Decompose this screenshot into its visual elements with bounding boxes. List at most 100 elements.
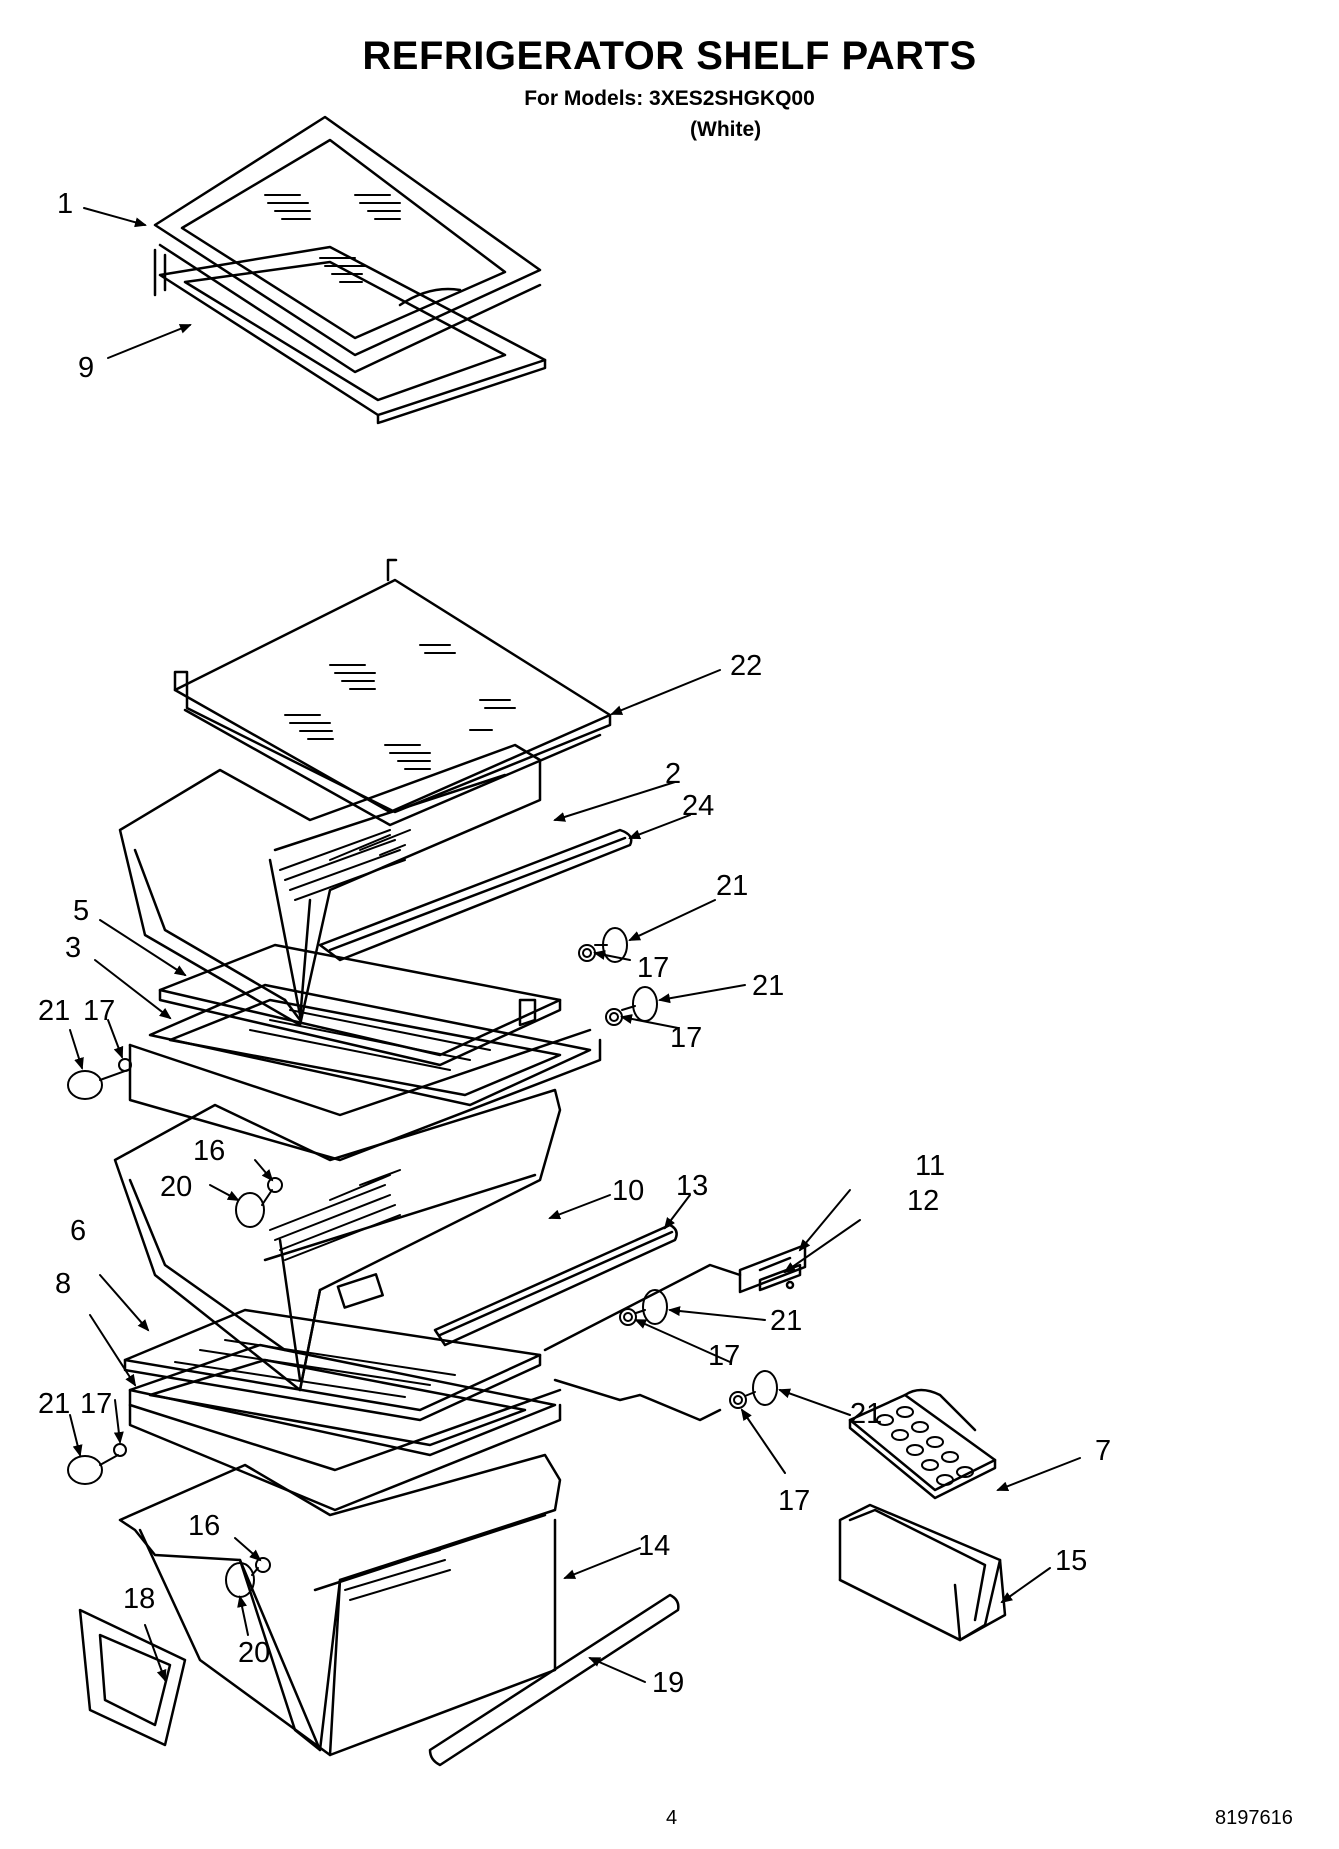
leader-17 (740, 1408, 786, 1474)
wire-bracket (543, 1263, 742, 1352)
callout-18: 18 (123, 1583, 155, 1615)
callout-17: 17 (80, 1388, 112, 1420)
callout-21: 21 (850, 1398, 882, 1430)
spacer-21 (594, 927, 628, 963)
wire-bracket (553, 1378, 722, 1422)
part-8-pan-cover-frame (128, 1343, 562, 1512)
spacer-21 (635, 1289, 668, 1325)
part-15-storage-bin (838, 1503, 1007, 1642)
part-9-shelf-frame (153, 245, 547, 425)
leader-11 (798, 1189, 851, 1252)
spacer-21 (67, 1454, 119, 1485)
callout-7: 7 (1095, 1435, 1111, 1467)
leader-21 (628, 899, 716, 941)
part-1-glass-shelf (153, 115, 542, 374)
fastener-set (67, 927, 778, 1598)
leader-17 (593, 950, 631, 961)
callout-21: 21 (38, 1388, 70, 1420)
leader-5 (99, 919, 187, 977)
part-22-glass-shelf (173, 558, 612, 827)
leader-17 (107, 1019, 124, 1059)
callout-6: 6 (70, 1215, 86, 1247)
spacer-21 (67, 1069, 129, 1100)
spacer-20 (235, 1189, 273, 1228)
callout-20: 20 (160, 1171, 192, 1203)
leader-20 (209, 1184, 240, 1201)
callout-24: 24 (682, 790, 714, 822)
callout-17: 17 (670, 1022, 702, 1054)
callout-22: 22 (730, 650, 762, 682)
leader-18 (144, 1624, 167, 1682)
callout-16: 16 (193, 1135, 225, 1167)
part-14-crisper-pan (118, 1453, 562, 1757)
callout-15: 15 (1055, 1545, 1087, 1577)
leader-21 (778, 1388, 851, 1416)
leader-17 (634, 1319, 731, 1363)
leader-21 (658, 984, 746, 1004)
part-13-pan-trim (433, 1223, 678, 1347)
callout-21: 21 (752, 970, 784, 1002)
leader-21 (69, 1029, 84, 1070)
leader-7 (996, 1457, 1081, 1492)
leader-10 (548, 1194, 611, 1220)
callout-21: 21 (716, 870, 748, 902)
leader-3 (94, 959, 172, 1020)
leader-22 (610, 669, 721, 715)
leader-24 (628, 814, 691, 840)
leader-arrows (69, 207, 1081, 1683)
screw-17 (578, 944, 596, 962)
leader-8 (89, 1314, 137, 1387)
leader-1 (83, 207, 147, 228)
callout-20: 20 (238, 1637, 270, 1669)
part-11-part-12-humidity-control (738, 1243, 807, 1294)
leader-16 (254, 1159, 274, 1182)
part-7-egg-tray (848, 1388, 997, 1500)
models-line: For Models: 3XES2SHGKQ00 (524, 87, 815, 110)
callout-labels: 1 9 22 2 24 21 5 3 17 21 17 21 17 16 20 … (38, 188, 1111, 1699)
callout-12: 12 (907, 1185, 939, 1217)
part-19-pan-trim (428, 1593, 680, 1767)
callout-10: 10 (612, 1175, 644, 1207)
screw-17 (118, 1058, 132, 1072)
part-5-crisper-cover-glass (158, 943, 562, 1067)
color-note: (White) (690, 118, 762, 141)
callout-13: 13 (676, 1170, 708, 1202)
page-number: 4 (666, 1807, 678, 1829)
leader-13 (663, 1194, 691, 1230)
screw-17 (729, 1391, 747, 1409)
spacer-21 (621, 986, 658, 1022)
callout-17: 17 (637, 952, 669, 984)
callout-17: 17 (83, 995, 115, 1027)
leader-21 (69, 1414, 83, 1457)
screw-17 (113, 1443, 127, 1457)
leader-2 (553, 781, 676, 822)
part-18-label-holder (78, 1608, 187, 1747)
leader-15 (1000, 1567, 1051, 1604)
callout-5: 5 (73, 895, 89, 927)
part-3-cover-frame (128, 983, 602, 1162)
document-number: 8197616 (1215, 1807, 1293, 1829)
leader-21 (668, 1306, 766, 1321)
page-title: REFRIGERATOR SHELF PARTS (362, 34, 977, 78)
callout-3: 3 (65, 932, 81, 964)
leader-19 (588, 1657, 646, 1683)
callout-16: 16 (188, 1510, 220, 1542)
leader-16 (234, 1537, 262, 1562)
callout-11: 11 (915, 1150, 945, 1182)
callout-21: 21 (770, 1305, 802, 1337)
leader-9 (107, 324, 192, 359)
callout-17: 17 (708, 1340, 740, 1372)
screw-16 (267, 1177, 283, 1193)
callout-19: 19 (652, 1667, 684, 1699)
part-10-crisper-pan (113, 1088, 562, 1392)
callout-14: 14 (638, 1530, 670, 1562)
callout-17: 17 (778, 1485, 810, 1517)
callout-21: 21 (38, 995, 70, 1027)
leader-17 (620, 1014, 679, 1029)
part-6-pan-cover-glass (123, 1308, 542, 1422)
leader-6 (99, 1274, 150, 1332)
leader-20 (237, 1595, 249, 1636)
screw-17 (619, 1308, 637, 1326)
